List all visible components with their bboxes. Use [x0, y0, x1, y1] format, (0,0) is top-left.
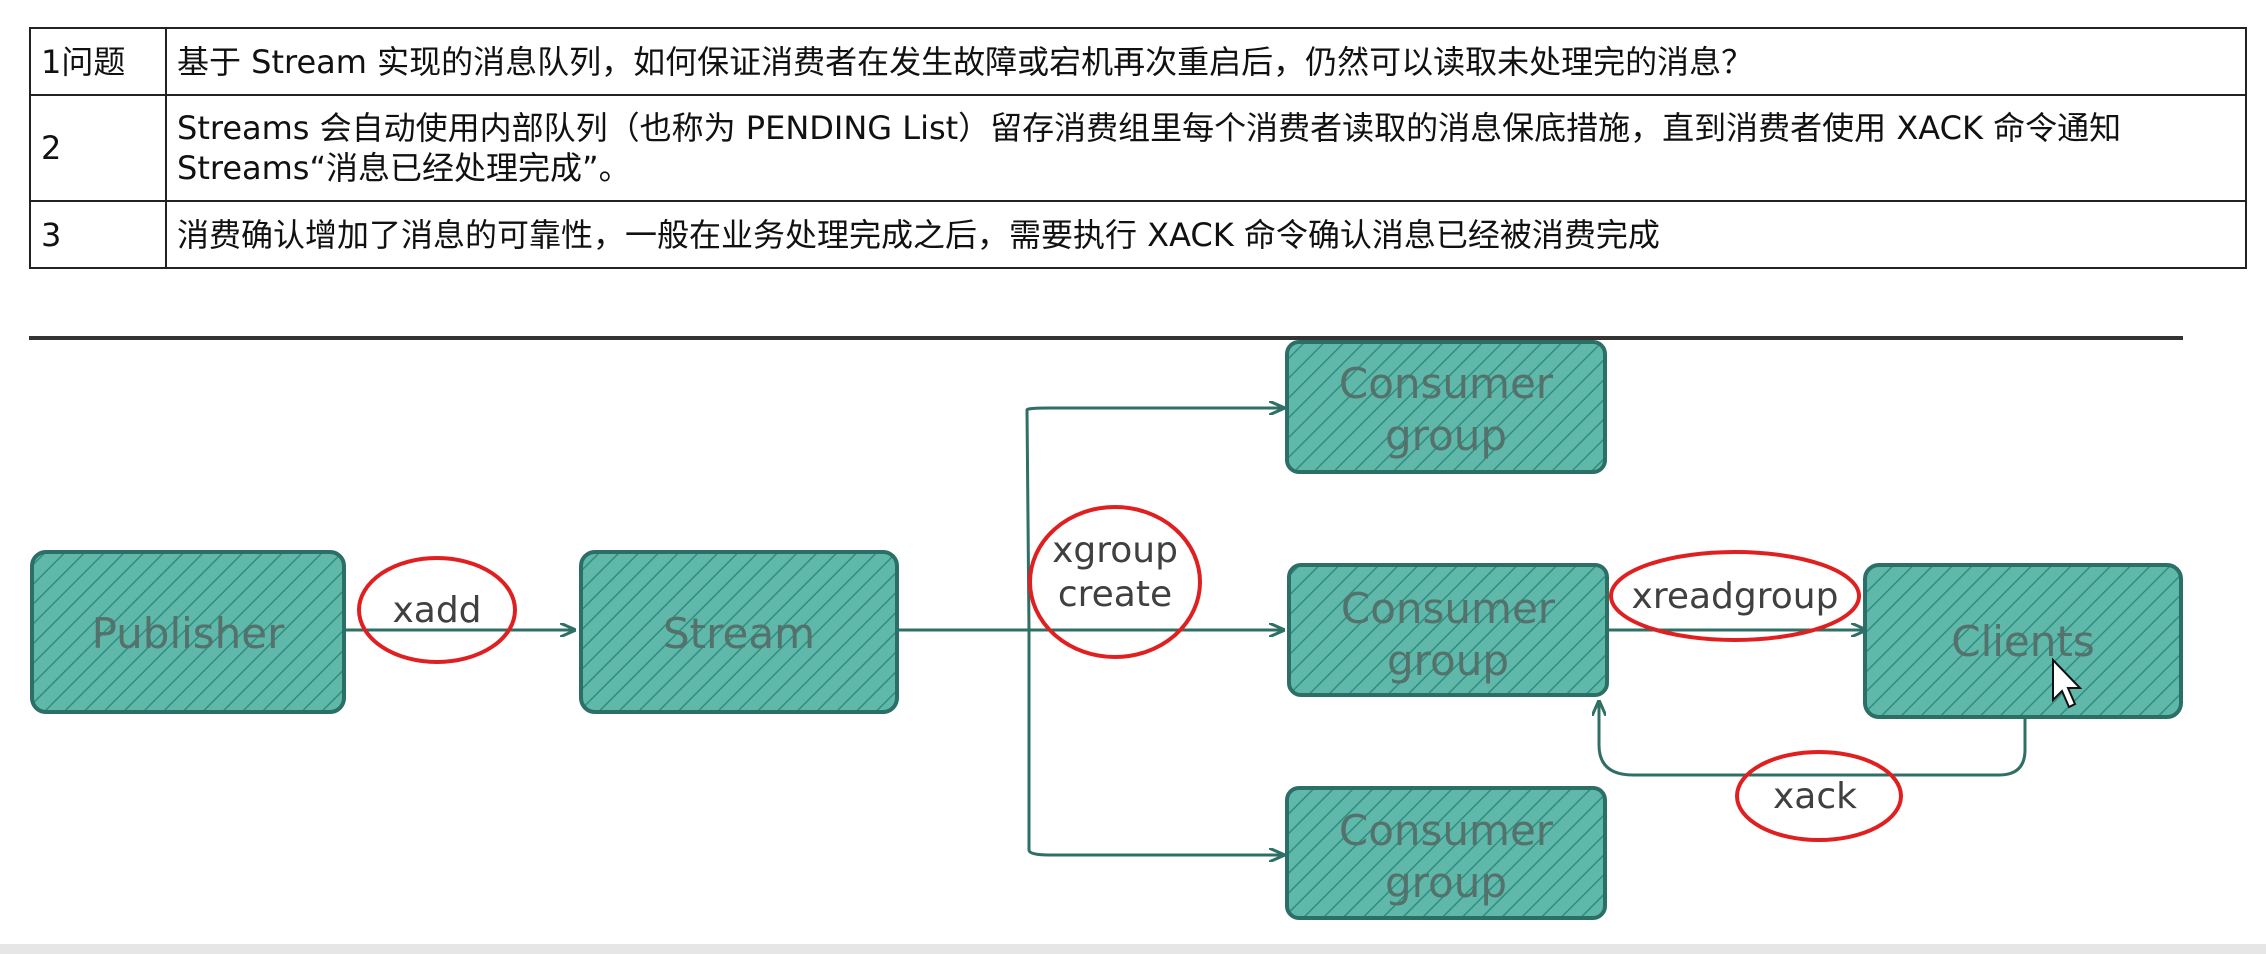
publisher-label: Publisher	[92, 609, 286, 658]
table-row: 1问题 基于 Stream 实现的消息队列，如何保证消费者在发生故障或宕机再次重…	[29, 27, 2247, 96]
consumer-group-middle-node: Consumer group	[1287, 563, 1609, 697]
xack-label: xack	[1773, 776, 1857, 817]
diagram-canvas: Publisher Stream Consumer group Consumer…	[29, 336, 2183, 920]
xgroup-create-annotation: xgroup create	[1028, 505, 1202, 659]
branch-bottom-arrow	[1027, 630, 1283, 855]
highlight-circle	[1609, 550, 1861, 642]
consumer-group-label: Consumer	[1339, 359, 1554, 408]
consumer-group-label: group	[1385, 411, 1507, 460]
row-number: 1问题	[29, 27, 167, 96]
stream-label: Stream	[663, 609, 815, 658]
row-number: 3	[29, 200, 167, 269]
highlight-circle	[1028, 505, 1202, 659]
ack-return-arrow	[1599, 702, 2027, 777]
consumer-group-label: group	[1387, 636, 1509, 685]
consumer-group-top-node: Consumer group	[1285, 340, 1607, 474]
xadd-label: xadd	[392, 590, 481, 631]
consumer-group-label: Consumer	[1339, 806, 1554, 855]
row-text: 消费确认增加了消息的可靠性，一般在业务处理完成之后，需要执行 XACK 命令确认…	[165, 200, 2247, 269]
clients-label: Clients	[1951, 617, 2094, 666]
clients-node: Clients	[1863, 563, 2183, 719]
consumer-group-label: group	[1385, 858, 1507, 907]
create-label: create	[1058, 574, 1172, 615]
xreadgroup-annotation: xreadgroup	[1609, 550, 1861, 642]
xack-annotation: xack	[1735, 750, 1903, 842]
row-text: 基于 Stream 实现的消息队列，如何保证消费者在发生故障或宕机再次重启后，仍…	[165, 27, 2247, 96]
qa-table: 1问题 基于 Stream 实现的消息队列，如何保证消费者在发生故障或宕机再次重…	[29, 27, 2247, 269]
branch-top-arrow	[1025, 408, 1283, 631]
consumer-group-bottom-node: Consumer group	[1285, 786, 1607, 920]
mouse-cursor-icon	[2052, 657, 2083, 709]
bottom-band	[0, 944, 2266, 954]
xadd-annotation: xadd	[357, 556, 517, 664]
table-row: 2 Streams 会自动使用内部队列（也称为 PENDING List）留存消…	[29, 94, 2247, 202]
table-row: 3 消费确认增加了消息的可靠性，一般在业务处理完成之后，需要执行 XACK 命令…	[29, 200, 2247, 269]
highlight-circle	[357, 556, 517, 664]
row-number: 2	[29, 94, 167, 202]
stream-node: Stream	[579, 550, 899, 714]
row-text: Streams 会自动使用内部队列（也称为 PENDING List）留存消费组…	[165, 94, 2247, 202]
highlight-circle	[1735, 750, 1903, 842]
publisher-node: Publisher	[30, 550, 346, 714]
stream-consumer-diagram: Publisher Stream Consumer group Consumer…	[29, 330, 2183, 930]
consumer-group-label: Consumer	[1341, 584, 1556, 633]
xreadgroup-label: xreadgroup	[1632, 576, 1839, 617]
xgroup-label: xgroup	[1052, 530, 1178, 571]
